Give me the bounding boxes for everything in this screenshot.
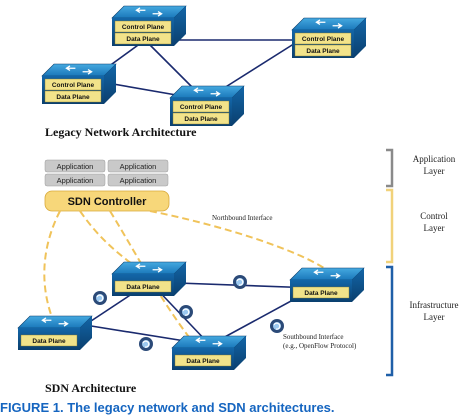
southbound-interface-example: (e.g., OpenFlow Protocol) xyxy=(283,342,357,350)
layer-brackets: Application Layer Control Layer Infrastr… xyxy=(386,148,459,377)
infrastructure-layer-label: Layer xyxy=(424,312,445,322)
data-plane-label: Data Plane xyxy=(56,94,90,101)
data-plane-label: Data Plane xyxy=(126,36,160,43)
data-plane-label: Data Plane xyxy=(126,284,160,291)
data-plane-label: Data Plane xyxy=(32,338,66,345)
sdn-switch: Data Plane xyxy=(171,335,247,370)
data-plane-label: Data Plane xyxy=(186,358,220,365)
control-plane-label: Control Plane xyxy=(122,24,165,31)
application-box xyxy=(44,159,106,173)
southbound-interface-label: Southbound Interface xyxy=(283,333,343,341)
control-layer-label: Control xyxy=(420,211,448,221)
legacy-title: Legacy Network Architecture xyxy=(45,125,197,139)
openflow-link-icons xyxy=(93,275,284,351)
application-layer-label: Layer xyxy=(424,166,445,176)
openflow-icon xyxy=(179,305,193,319)
legacy-network: Control Plane Data Plane Control Plane D… xyxy=(41,5,367,139)
sdn-switch: Data Plane xyxy=(289,267,365,302)
infrastructure-layer-bracket xyxy=(386,265,394,377)
application-box xyxy=(44,173,106,187)
application-layer-bracket xyxy=(386,148,394,188)
application-label: Application xyxy=(57,162,94,171)
control-plane-label: Control Plane xyxy=(302,36,345,43)
openflow-icon xyxy=(139,337,153,351)
control-layer-bracket xyxy=(386,188,394,264)
application-box xyxy=(107,159,169,173)
control-plane-label: Control Plane xyxy=(52,82,95,89)
sdn-controller-box xyxy=(44,190,170,212)
sdn-network: Application Application Application Appl… xyxy=(17,159,365,395)
openflow-icon xyxy=(270,319,284,333)
figure-caption: FIGURE 1. The legacy network and SDN arc… xyxy=(0,400,474,418)
legacy-switch: Control Plane Data Plane xyxy=(291,17,367,58)
legacy-switch: Control Plane Data Plane xyxy=(111,5,187,46)
control-layer-label: Layer xyxy=(424,223,445,233)
legacy-switch: Control Plane Data Plane xyxy=(41,63,117,104)
figure-caption-text: The legacy network and SDN architectures… xyxy=(67,400,335,415)
legacy-switch: Control Plane Data Plane xyxy=(169,85,245,126)
sdn-controller-label: SDN Controller xyxy=(68,196,148,208)
application-box xyxy=(107,173,169,187)
application-label: Application xyxy=(57,176,94,185)
application-boxes: Application Application Application Appl… xyxy=(44,159,169,187)
data-plane-label: Data Plane xyxy=(306,48,340,55)
application-label: Application xyxy=(120,176,157,185)
sdn-switch: Data Plane xyxy=(17,315,93,350)
sdn-switch: Data Plane xyxy=(111,261,187,296)
application-label: Application xyxy=(120,162,157,171)
data-plane-label: Data Plane xyxy=(304,290,338,297)
control-plane-label: Control Plane xyxy=(180,104,223,111)
application-layer-label: Application xyxy=(413,154,456,164)
architecture-diagram: Control Plane Data Plane Control Plane D… xyxy=(17,5,459,395)
figure-number: FIGURE 1. xyxy=(0,400,64,415)
infrastructure-layer-label: Infrastructure xyxy=(410,300,459,310)
sdn-title: SDN Architecture xyxy=(45,381,137,395)
data-plane-label: Data Plane xyxy=(184,116,218,123)
northbound-interface-label: Northbound Interface xyxy=(212,214,272,222)
openflow-icon xyxy=(93,291,107,305)
openflow-icon xyxy=(233,275,247,289)
